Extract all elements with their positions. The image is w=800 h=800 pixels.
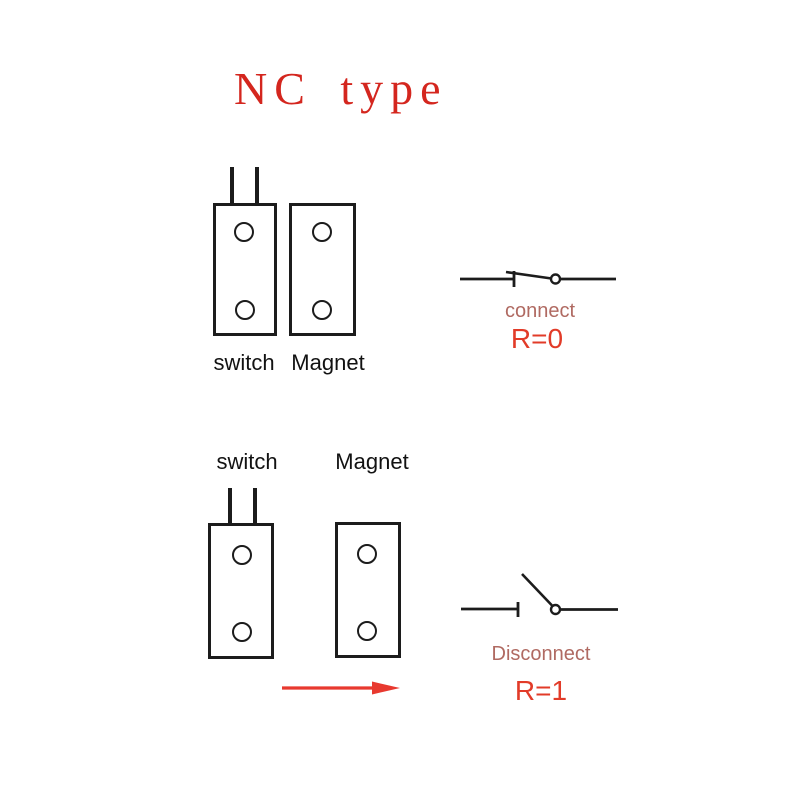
mounting-hole bbox=[357, 544, 377, 564]
page-title: NC type bbox=[234, 63, 448, 114]
switch-lead-wire-left bbox=[230, 167, 234, 205]
mounting-hole bbox=[312, 222, 332, 242]
switch-label: switch bbox=[213, 350, 275, 375]
switch-label: switch bbox=[216, 449, 278, 474]
mounting-hole bbox=[357, 621, 377, 641]
closed-switch-icon bbox=[456, 259, 620, 301]
magnet-label: Magnet bbox=[335, 449, 409, 474]
open-resistance-label: R=1 bbox=[514, 675, 568, 706]
open-status-label: Disconnect bbox=[491, 643, 591, 665]
closed-status-label: connect bbox=[504, 300, 576, 322]
mounting-hole bbox=[312, 300, 332, 320]
motion-arrow-icon bbox=[278, 678, 404, 698]
mounting-hole bbox=[235, 300, 255, 320]
mounting-hole bbox=[234, 222, 254, 242]
mounting-hole bbox=[232, 622, 252, 642]
open-switch-icon bbox=[456, 565, 620, 621]
switch-lead-wire-left bbox=[228, 488, 232, 525]
switch-lead-wire-right bbox=[253, 488, 257, 525]
magnet-label: Magnet bbox=[291, 350, 365, 375]
switch-lead-wire-right bbox=[255, 167, 259, 205]
closed-resistance-label: R=0 bbox=[510, 323, 564, 354]
mounting-hole bbox=[232, 545, 252, 565]
